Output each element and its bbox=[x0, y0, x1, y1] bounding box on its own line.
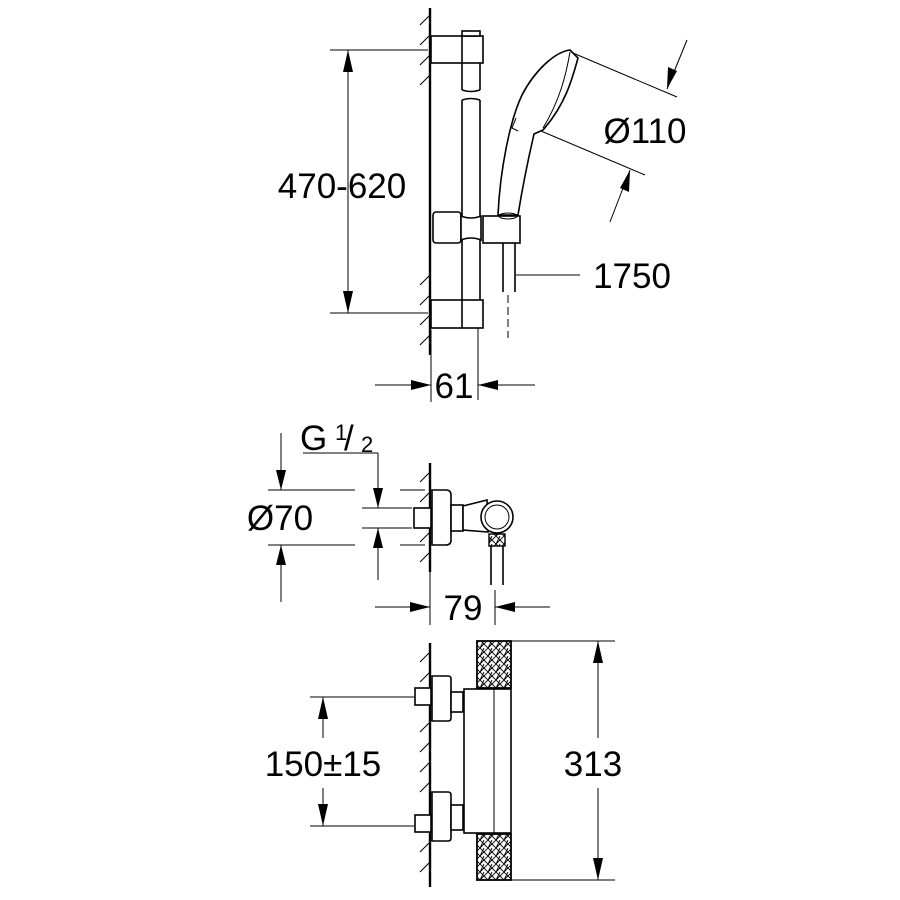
slider bbox=[432, 211, 521, 244]
body-length-label: 313 bbox=[564, 745, 622, 784]
eccentric-connector-top bbox=[414, 675, 464, 722]
dimension-rosette-diameter: Ø70 bbox=[247, 433, 425, 602]
rail-projection-label: 61 bbox=[435, 367, 474, 406]
inlet-spacing-label: 150±15 bbox=[265, 745, 382, 784]
thread-numerator: 1 bbox=[335, 420, 347, 445]
thread-letter: G bbox=[300, 419, 327, 458]
hose bbox=[502, 243, 516, 338]
dimension-hose-length: 1750 bbox=[516, 257, 671, 296]
rail-height-label: 470-620 bbox=[278, 167, 406, 206]
thermostat-view: 150±15 313 bbox=[265, 640, 622, 887]
rail-bracket-top bbox=[430, 30, 484, 64]
shower-rail bbox=[461, 63, 481, 300]
thread-denominator: 2 bbox=[361, 432, 373, 457]
eccentric-connector-bottom bbox=[414, 791, 464, 842]
rail-bracket-bottom bbox=[430, 299, 484, 400]
wall-line-bottom bbox=[419, 643, 432, 887]
rosette-diameter-label: Ø70 bbox=[247, 499, 313, 538]
dimension-rail-projection: 61 bbox=[375, 330, 535, 406]
wall-elbow bbox=[413, 489, 514, 585]
wall-elbow-view: G 1 / 2 Ø70 bbox=[247, 419, 550, 628]
dimension-thread: G 1 / 2 bbox=[300, 419, 412, 580]
dimension-elbow-projection: 79 bbox=[375, 572, 550, 628]
hand-shower bbox=[497, 49, 579, 220]
temperature-handle bbox=[476, 640, 512, 689]
thermostat-body bbox=[463, 688, 512, 834]
flow-handle bbox=[476, 833, 512, 881]
shower-rail-view: 470-620 Ø110 1750 61 bbox=[278, 8, 688, 406]
dimension-inlet-spacing: 150±15 bbox=[265, 696, 414, 827]
dimension-body-length: 313 bbox=[511, 640, 622, 881]
head-diameter-label: Ø110 bbox=[603, 112, 686, 151]
dimension-rail-height: 470-620 bbox=[278, 49, 428, 314]
dimension-head-diameter: Ø110 bbox=[540, 39, 688, 223]
hose-length-label: 1750 bbox=[593, 257, 671, 296]
elbow-projection-label: 79 bbox=[444, 589, 483, 628]
thread-slash: / bbox=[344, 419, 354, 458]
wall-line-top bbox=[419, 8, 432, 355]
